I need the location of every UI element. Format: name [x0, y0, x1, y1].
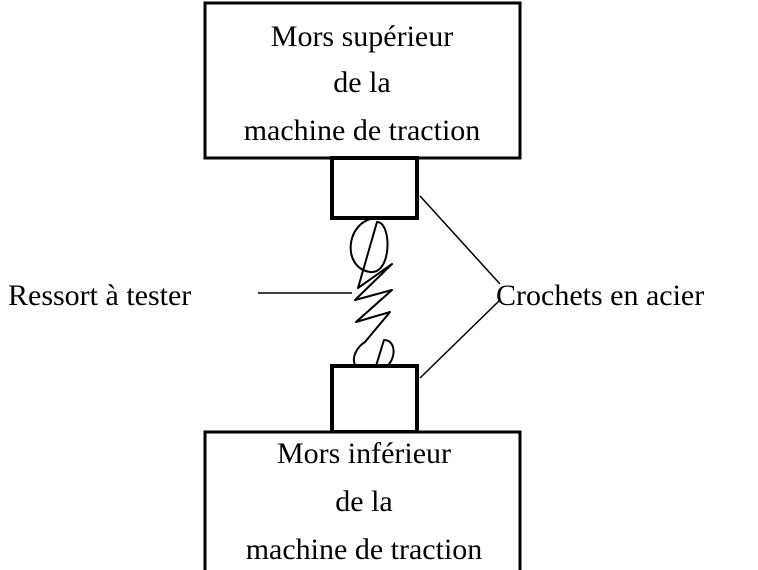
hooks-label: Crochets en acier — [496, 279, 704, 312]
spring-coil — [349, 217, 395, 373]
upper-jaw-label-line3: machine de traction — [244, 114, 481, 147]
spring-label: Ressort à tester — [8, 279, 191, 312]
upper-jaw-label-line2: de la — [333, 66, 390, 99]
lower-hook-leader-line — [419, 299, 501, 379]
upper-jaw-label-line1: Mors supérieur — [271, 20, 453, 53]
upper-hook-leader-line — [419, 195, 501, 285]
upper-steel-hook — [330, 156, 419, 220]
upper-jaw-box — [203, 1, 522, 160]
lower-jaw-label-line2: de la — [335, 485, 392, 518]
lower-jaw-label-line3: machine de traction — [246, 533, 483, 566]
lower-jaw-label-line1: Mors inférieur — [277, 437, 451, 470]
lower-jaw-box — [203, 430, 522, 570]
lower-steel-hook — [330, 364, 419, 434]
